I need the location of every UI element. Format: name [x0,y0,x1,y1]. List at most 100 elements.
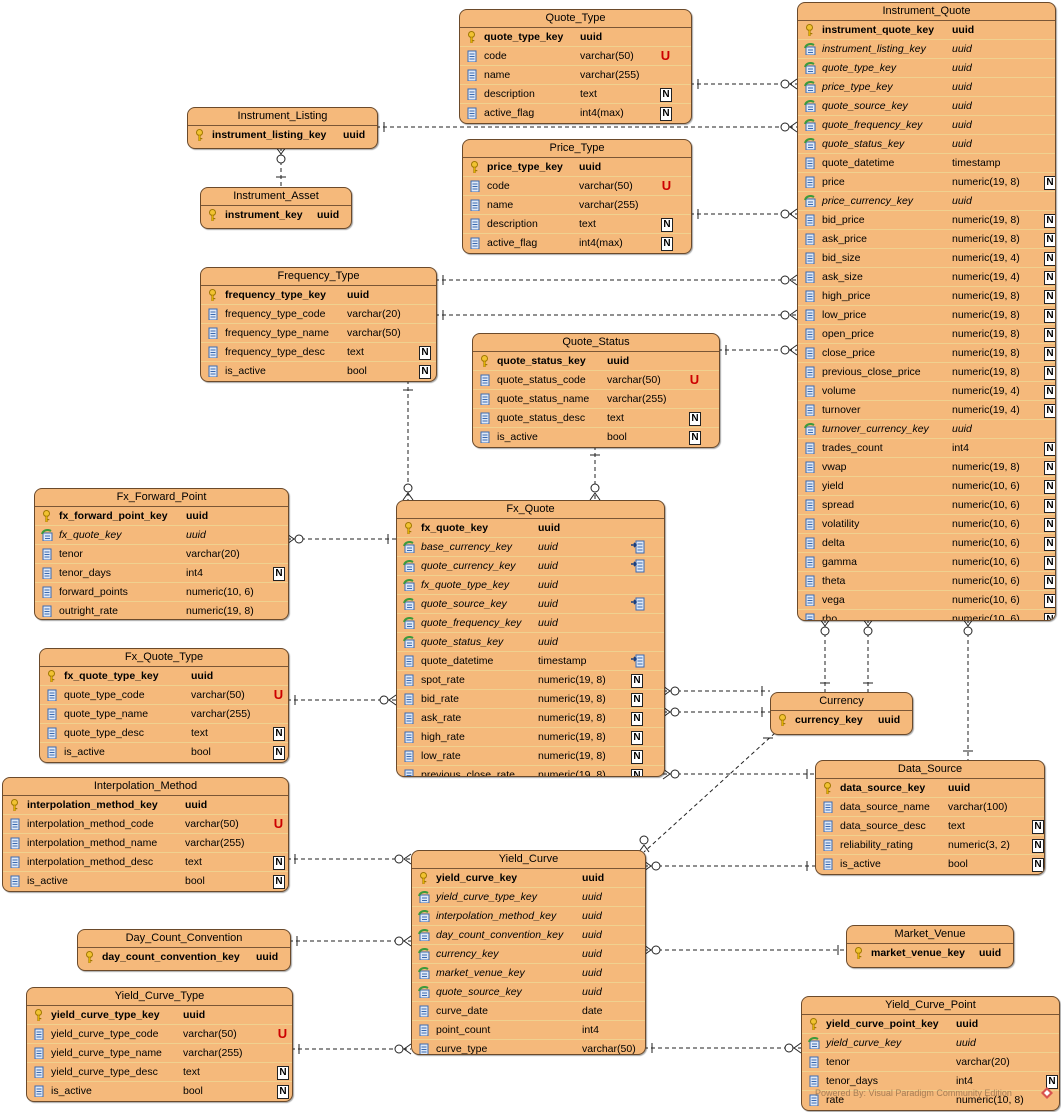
entity-market-venue[interactable]: Market_Venuemarket_venue_keyuuid [846,925,1014,968]
column-row[interactable]: veganumeric(10, 6)N [798,590,1055,609]
column-row[interactable]: quote_datetimetimestamp [798,153,1055,172]
foreign-key-row[interactable]: interpolation_method_keyuuid [412,906,645,925]
foreign-key-row[interactable]: yield_curve_keyuuid [802,1033,1059,1052]
entity-instrument-quote[interactable]: Instrument_Quoteinstrument_quote_keyuuid… [797,2,1056,621]
entity-frequency-type[interactable]: Frequency_Typefrequency_type_keyuuidfreq… [200,267,437,382]
column-row[interactable]: bid_pricenumeric(19, 8)N [798,210,1055,229]
entity-instrument-listing[interactable]: Instrument_Listinginstrument_listing_key… [187,107,378,149]
primary-key-row[interactable]: day_count_convention_keyuuid [78,948,290,966]
primary-key-row[interactable]: instrument_quote_keyuuid [798,21,1055,39]
column-row[interactable]: curve_datedate [412,1001,645,1020]
column-row[interactable]: pricenumeric(19, 8)N [798,172,1055,191]
column-row[interactable]: ask_pricenumeric(19, 8)N [798,229,1055,248]
column-row[interactable]: yield_curve_type_desctextN [27,1062,292,1081]
column-row[interactable]: bid_ratenumeric(19, 8)N [397,689,664,708]
column-row[interactable]: tenor_daysint4N [802,1071,1059,1090]
column-row[interactable]: outright_ratenumeric(19, 8) [35,601,288,619]
column-row[interactable]: frequency_type_namevarchar(50) [201,323,436,342]
column-row[interactable]: forward_pointsnumeric(10, 6) [35,582,288,601]
foreign-key-row[interactable]: yield_curve_type_keyuuid [412,887,645,906]
column-row[interactable]: spreadnumeric(10, 6)N [798,495,1055,514]
column-row[interactable]: codevarchar(50)U [463,176,691,195]
column-row[interactable]: previous_close_ratenumeric(19, 8)N [397,765,664,776]
primary-key-row[interactable]: quote_type_keyuuid [460,28,691,46]
column-row[interactable]: quote_status_namevarchar(255) [473,389,719,408]
column-row[interactable]: bid_sizenumeric(19, 4)N [798,248,1055,267]
column-row[interactable]: tenorvarchar(20) [802,1052,1059,1071]
column-row[interactable]: namevarchar(255) [463,195,691,214]
foreign-key-row[interactable]: price_currency_keyuuid [798,191,1055,210]
entity-currency[interactable]: Currencycurrency_keyuuid [770,692,913,735]
column-row[interactable]: vwapnumeric(19, 8)N [798,457,1055,476]
column-row[interactable]: quote_status_codevarchar(50)U [473,370,719,389]
column-row[interactable]: interpolation_method_namevarchar(255) [3,833,288,852]
column-row[interactable]: close_pricenumeric(19, 8)N [798,343,1055,362]
column-row[interactable]: data_source_desctextN [816,816,1044,835]
primary-key-row[interactable]: yield_curve_point_keyuuid [802,1015,1059,1033]
column-row[interactable]: is_activeboolN [3,871,288,890]
foreign-key-row[interactable]: fx_quote_type_keyuuid [397,575,664,594]
primary-key-row[interactable]: instrument_listing_keyuuid [188,126,377,144]
primary-key-row[interactable]: yield_curve_type_keyuuid [27,1006,292,1024]
column-row[interactable]: descriptiontextN [460,84,691,103]
foreign-key-row[interactable]: fx_quote_keyuuid [35,525,288,544]
entity-fx-quote[interactable]: Fx_Quotefx_quote_keyuuidbase_currency_ke… [396,500,665,777]
foreign-key-row[interactable]: quote_type_keyuuid [798,58,1055,77]
foreign-key-row[interactable]: base_currency_keyuuid [397,537,664,556]
foreign-key-row[interactable]: quote_status_keyuuid [397,632,664,651]
primary-key-row[interactable]: frequency_type_keyuuid [201,286,436,304]
column-row[interactable]: high_pricenumeric(19, 8)N [798,286,1055,305]
column-row[interactable]: is_activeboolN [27,1081,292,1100]
column-row[interactable]: yield_curve_type_codevarchar(50)U [27,1024,292,1043]
foreign-key-row[interactable]: market_venue_keyuuid [412,963,645,982]
column-row[interactable]: is_activeboolN [816,854,1044,873]
column-row[interactable]: data_source_namevarchar(100) [816,797,1044,816]
column-row[interactable]: deltanumeric(10, 6)N [798,533,1055,552]
column-row[interactable]: is_activeboolN [473,427,719,446]
column-row[interactable]: quote_datetimetimestamp [397,651,664,670]
column-row[interactable]: yield_curve_type_namevarchar(255) [27,1043,292,1062]
entity-fx-forward-point[interactable]: Fx_Forward_Pointfx_forward_point_keyuuid… [34,488,289,620]
primary-key-row[interactable]: quote_status_keyuuid [473,352,719,370]
column-row[interactable]: descriptiontextN [463,214,691,233]
entity-yield-curve-type[interactable]: Yield_Curve_Typeyield_curve_type_keyuuid… [26,987,293,1102]
entity-fx-quote-type[interactable]: Fx_Quote_Typefx_quote_type_keyuuidquote_… [39,648,289,763]
entity-quote-type[interactable]: Quote_Typequote_type_keyuuidcodevarchar(… [459,9,692,124]
foreign-key-row[interactable]: quote_source_keyuuid [397,594,664,613]
column-row[interactable]: quote_status_desctextN [473,408,719,427]
foreign-key-row[interactable]: quote_source_keyuuid [798,96,1055,115]
column-row[interactable]: turnovernumeric(19, 4)N [798,400,1055,419]
column-row[interactable]: is_activeboolN [201,361,436,380]
column-row[interactable]: frequency_type_codevarchar(20) [201,304,436,323]
foreign-key-row[interactable]: turnover_currency_keyuuid [798,419,1055,438]
foreign-key-row[interactable]: quote_source_keyuuid [412,982,645,1001]
foreign-key-row[interactable]: instrument_listing_keyuuid [798,39,1055,58]
column-row[interactable]: gammanumeric(10, 6)N [798,552,1055,571]
entity-yield-curve[interactable]: Yield_Curveyield_curve_keyuuidyield_curv… [411,850,646,1055]
column-row[interactable]: open_pricenumeric(19, 8)N [798,324,1055,343]
entity-yield-curve-point[interactable]: Yield_Curve_Pointyield_curve_point_keyuu… [801,996,1060,1111]
column-row[interactable]: frequency_type_desctextN [201,342,436,361]
column-row[interactable]: ask_ratenumeric(19, 8)N [397,708,664,727]
primary-key-row[interactable]: yield_curve_keyuuid [412,869,645,887]
column-row[interactable]: quote_type_desctextN [40,723,288,742]
primary-key-row[interactable]: fx_quote_keyuuid [397,519,664,537]
column-row[interactable]: rhonumeric(10, 6)N [798,609,1055,620]
foreign-key-row[interactable]: day_count_convention_keyuuid [412,925,645,944]
primary-key-row[interactable]: instrument_keyuuid [201,206,351,224]
column-row[interactable]: quote_type_codevarchar(50)U [40,685,288,704]
column-row[interactable]: interpolation_method_desctextN [3,852,288,871]
column-row[interactable]: curve_typevarchar(50) [412,1039,645,1054]
column-row[interactable]: is_activeboolN [40,742,288,761]
primary-key-row[interactable]: interpolation_method_keyuuid [3,796,288,814]
foreign-key-row[interactable]: quote_currency_keyuuid [397,556,664,575]
column-row[interactable]: reliability_ratingnumeric(3, 2)N [816,835,1044,854]
column-row[interactable]: thetanumeric(10, 6)N [798,571,1055,590]
foreign-key-row[interactable]: quote_frequency_keyuuid [397,613,664,632]
entity-instrument-asset[interactable]: Instrument_Assetinstrument_keyuuid [200,187,352,229]
primary-key-row[interactable]: currency_keyuuid [771,711,912,729]
column-row[interactable]: volatilitynumeric(10, 6)N [798,514,1055,533]
column-row[interactable]: low_pricenumeric(19, 8)N [798,305,1055,324]
primary-key-row[interactable]: price_type_keyuuid [463,158,691,176]
foreign-key-row[interactable]: quote_status_keyuuid [798,134,1055,153]
